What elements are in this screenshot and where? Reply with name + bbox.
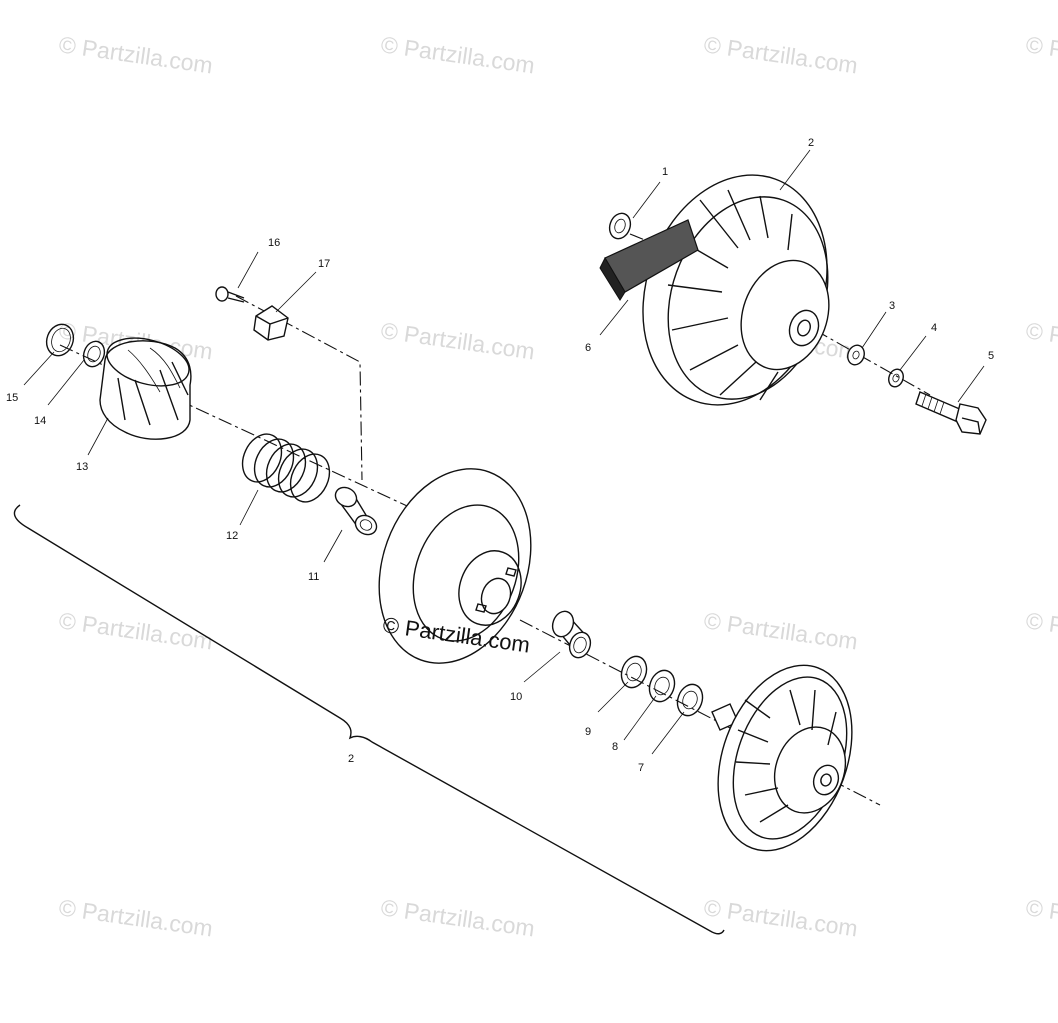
callout-2-bracket: 2 (348, 753, 354, 765)
watermark-text: © Partzilla.com (379, 31, 536, 78)
assembly-bracket (13, 504, 725, 935)
callout-16: 16 (268, 237, 280, 249)
leader-lines (23, 149, 985, 755)
button-part-17 (253, 305, 289, 341)
callout-9: 9 (585, 726, 591, 738)
callout-11: 11 (308, 571, 319, 583)
spring-part-12 (241, 433, 331, 503)
callout-10: 10 (510, 691, 522, 703)
callout-8: 8 (612, 741, 618, 753)
washer-part-4 (888, 368, 904, 388)
bolt-part-5 (915, 391, 987, 435)
callout-13: 13 (76, 461, 88, 473)
movable-sheave (378, 468, 532, 664)
callout-14: 14 (34, 415, 46, 427)
watermark-text: © Partzilla.com (702, 31, 859, 78)
watermark-text: © Partzilla.com (1024, 607, 1058, 654)
watermark-text: © Partzilla.com (702, 607, 859, 654)
watermark-text: © Partzilla.com (57, 31, 214, 78)
callout-17: 17 (318, 258, 330, 270)
watermark-text: © Partzilla.com (702, 894, 859, 941)
watermark-text: © Partzilla.com (379, 317, 536, 364)
watermark-text: © Partzilla.com (1024, 894, 1058, 941)
bushing-part-10 (551, 610, 592, 659)
callout-3: 3 (889, 300, 895, 312)
washer-part-8 (648, 669, 676, 703)
callout-5: 5 (988, 350, 994, 362)
watermark-text: © Partzilla.com (57, 607, 214, 654)
snap-ring-part-15 (45, 323, 75, 357)
callout-12: 12 (226, 530, 238, 542)
washer-part-9 (620, 655, 648, 689)
belt-part-6 (599, 219, 699, 301)
callout-1: 1 (662, 166, 668, 178)
callout-7: 7 (638, 762, 644, 774)
cam-part-13 (99, 337, 192, 440)
watermark-text: © Partzilla.com (379, 894, 536, 941)
callout-15: 15 (6, 392, 18, 404)
washer-part-3 (847, 344, 865, 366)
watermark-text: © Partzilla.com (1024, 31, 1058, 78)
watermark-layer: © Partzilla.com © Partzilla.com © Partzi… (57, 31, 1058, 941)
callout-2-top: 2 (808, 137, 814, 149)
screw-part-16 (215, 286, 245, 303)
driven-clutch-part-2 (642, 174, 830, 406)
fixed-sheave (711, 664, 853, 852)
bushing-part-11 (334, 486, 378, 536)
callout-4: 4 (931, 322, 937, 334)
callout-labels: 1 2 3 4 5 6 7 8 9 10 11 12 13 14 15 16 1… (6, 137, 994, 774)
washer-part-7 (676, 683, 704, 717)
washer-part-14 (82, 340, 106, 368)
watermark-text: © Partzilla.com (57, 894, 214, 941)
watermark-text: © Partzilla.com (1024, 317, 1058, 364)
callout-6: 6 (585, 342, 591, 354)
washer-part-1 (608, 212, 632, 240)
